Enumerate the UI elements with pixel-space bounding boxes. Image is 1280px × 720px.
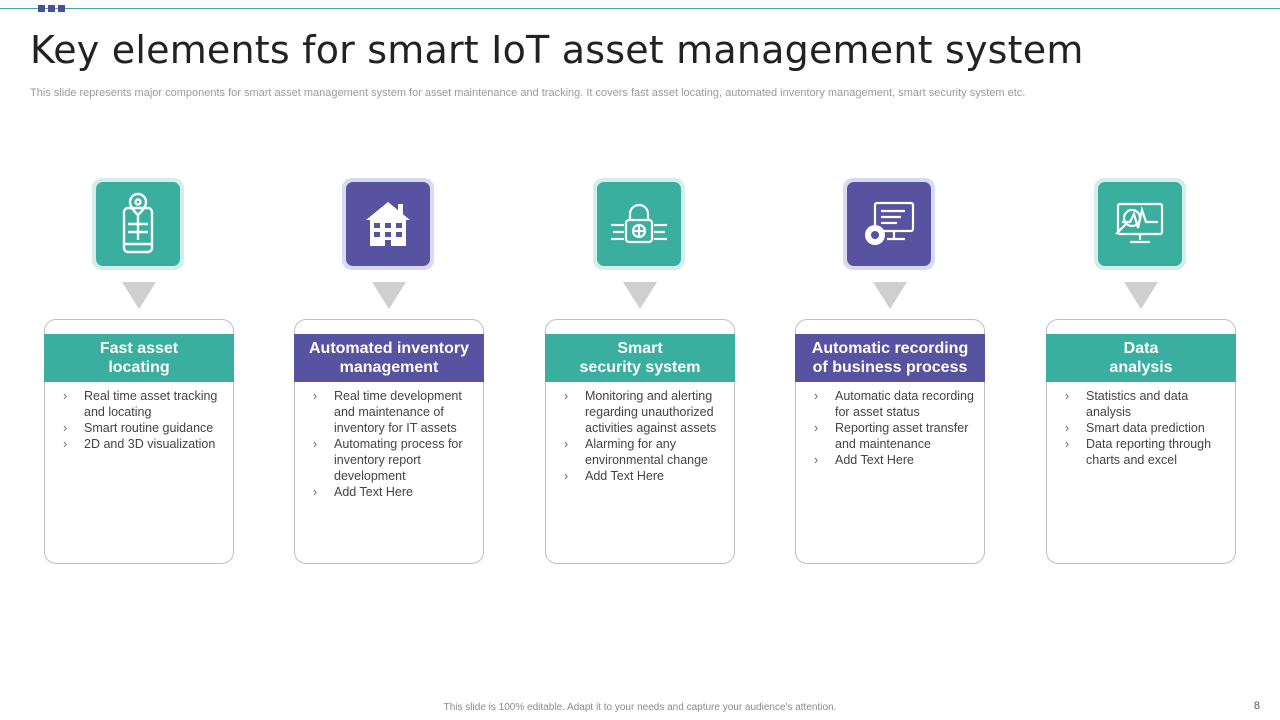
bullet-item: 2D and 3D visualization [63, 436, 223, 452]
element-card: Data analysis Statistics and data analys… [1046, 319, 1236, 564]
down-arrow [372, 282, 406, 309]
bullet-item: Automating process for inventory report … [313, 436, 473, 484]
card-heading: Automated inventory management [294, 334, 484, 382]
monitor-analysis-icon [1115, 202, 1164, 244]
element-card: Automated inventory management Real time… [294, 319, 484, 564]
down-arrow [623, 282, 657, 309]
icon-tile [843, 178, 935, 270]
bullet-list: Real time development and maintenance of… [313, 388, 473, 500]
bullet-item: Smart routine guidance [63, 420, 223, 436]
footer-note: This slide is 100% editable. Adapt it to… [443, 702, 837, 713]
building-icon [366, 202, 410, 246]
bullet-item: Reporting asset transfer and maintenance [814, 420, 974, 452]
lock-network-icon [611, 203, 667, 244]
bullet-list: Real time asset tracking and locating Sm… [63, 388, 223, 452]
element-card: Fast asset locating Real time asset trac… [44, 319, 234, 564]
slide-subtitle: This slide represents major components f… [30, 87, 1026, 99]
bullet-item: Statistics and data analysis [1065, 388, 1225, 420]
element-card: Smart security system Monitoring and ale… [545, 319, 735, 564]
slide-marker [38, 5, 65, 12]
bullet-item: Real time development and maintenance of… [313, 388, 473, 436]
bullet-item: Add Text Here [814, 452, 974, 468]
icon-tile [92, 178, 184, 270]
down-arrow [1124, 282, 1158, 309]
card-heading: Fast asset locating [44, 334, 234, 382]
bullet-item: Monitoring and alerting regarding unauth… [564, 388, 724, 436]
element-card: Automatic recording of business process … [795, 319, 985, 564]
bullet-item: Automatic data recording for asset statu… [814, 388, 974, 420]
phone-location-icon [122, 192, 154, 254]
bullet-list: Statistics and data analysis Smart data … [1065, 388, 1225, 468]
card-heading: Data analysis [1046, 334, 1236, 382]
icon-tile [1094, 178, 1186, 270]
bullet-item: Alarming for any environmental change [564, 436, 724, 468]
bullet-item: Data reporting through charts and excel [1065, 436, 1225, 468]
monitor-gear-icon [865, 201, 915, 245]
down-arrow [873, 282, 907, 309]
bullet-list: Monitoring and alerting regarding unauth… [564, 388, 724, 484]
top-accent-line [0, 8, 1280, 9]
page-number: 8 [1253, 700, 1260, 712]
slide-title: Key elements for smart IoT asset managem… [30, 28, 1084, 72]
card-heading: Smart security system [545, 334, 735, 382]
bullet-item: Add Text Here [313, 484, 473, 500]
bullet-item: Add Text Here [564, 468, 724, 484]
down-arrow [122, 282, 156, 309]
icon-tile [593, 178, 685, 270]
card-heading: Automatic recording of business process [795, 334, 985, 382]
icon-tile [342, 178, 434, 270]
bullet-item: Smart data prediction [1065, 420, 1225, 436]
bullet-item: Real time asset tracking and locating [63, 388, 223, 420]
bullet-list: Automatic data recording for asset statu… [814, 388, 974, 468]
